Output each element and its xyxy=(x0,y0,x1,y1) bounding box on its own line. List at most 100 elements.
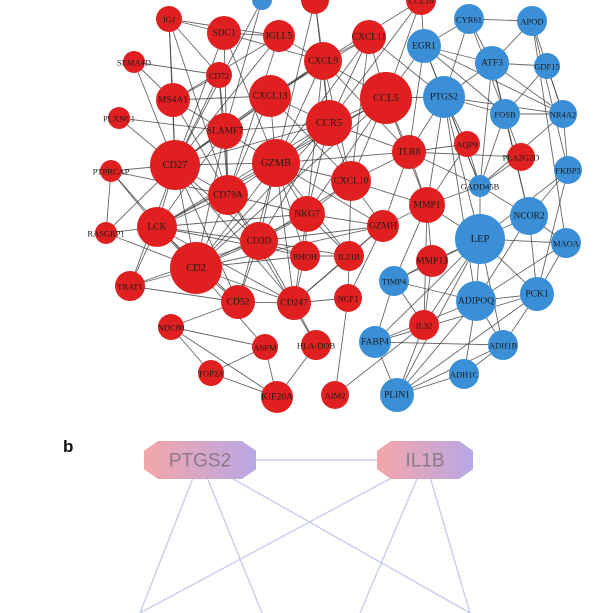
node-circle xyxy=(367,210,399,242)
edge-pck1-fabp4 xyxy=(374,293,538,343)
hub-label: PTGS2 xyxy=(169,451,231,472)
edge-lck-nkg7 xyxy=(156,213,308,228)
node-il32: IL32 xyxy=(409,310,439,340)
node-lep: LEP xyxy=(455,214,505,264)
node-label: NDC80 xyxy=(158,323,184,333)
node-label: PCK1 xyxy=(525,290,548,300)
node-label: NR4A2 xyxy=(550,110,576,120)
node-nr4a2: NR4A2 xyxy=(549,100,577,128)
node-plin1: PLIN1 xyxy=(380,378,414,412)
node-aqp9: AQP9 xyxy=(454,131,480,157)
node-ptgs2: PTGS2 xyxy=(423,76,465,118)
node-cd27: CD27 xyxy=(150,140,200,190)
node-label: EGR1 xyxy=(412,42,436,52)
hub-il1b: IL1B xyxy=(377,441,473,479)
node-pck1: PCK1 xyxy=(520,277,554,311)
node-sdc1: SDC1 xyxy=(207,16,241,50)
node-circle xyxy=(158,314,184,340)
node-circle xyxy=(392,135,426,169)
node-ccl18: CCL18 xyxy=(406,0,436,15)
node-circle xyxy=(423,76,465,118)
node-aspm: ASPM xyxy=(252,334,278,360)
hub-octagon xyxy=(144,441,256,479)
node-circle xyxy=(334,284,362,312)
node-label: NCOR2 xyxy=(513,212,544,222)
node-circle xyxy=(150,140,200,190)
node-label: FOSB xyxy=(494,110,516,120)
node-label: MS4A1 xyxy=(158,96,188,106)
edge-ndc80-aspm xyxy=(170,326,266,348)
node-label: PLXNC1 xyxy=(103,114,135,124)
node-egr1: EGR1 xyxy=(407,29,441,63)
node-label: CD3D xyxy=(247,237,272,247)
edge-topb-slamf7 xyxy=(224,0,263,132)
node-trat1: TRAT1 xyxy=(115,271,145,301)
edge-fkbp5-pck1 xyxy=(536,169,569,295)
node-ndc80: NDC80 xyxy=(158,314,184,340)
node-label: CXCL9 xyxy=(308,57,338,67)
network-b-edges xyxy=(139,459,471,613)
node-label: SEMA4D xyxy=(117,58,151,68)
node-label: CD247 xyxy=(280,299,308,309)
node-fosb: FOSB xyxy=(490,99,520,129)
node-circle xyxy=(352,20,386,54)
node-igll5: IGLL5 xyxy=(263,20,295,52)
node-cd247: CD247 xyxy=(277,286,311,320)
edge-ccl18-ccr5 xyxy=(328,0,422,124)
edge-b-il1b-low1 xyxy=(139,459,426,613)
node-cd2: CD2 xyxy=(170,242,222,294)
node-label: TRAT1 xyxy=(117,282,143,292)
node-ms4a1: MS4A1 xyxy=(156,83,190,117)
edge-ccr5-lck xyxy=(156,122,330,228)
edge-gzmh-cd2 xyxy=(195,225,384,269)
node-gdf15: GDF15 xyxy=(534,53,560,79)
node-gzmh: GZMH xyxy=(367,210,399,242)
node-label: TIMP4 xyxy=(382,277,407,287)
node-aim2: AIM2 xyxy=(321,381,349,409)
node-rhoh: RHOH xyxy=(290,241,320,271)
node-circle xyxy=(95,222,117,244)
node-label: AIM2 xyxy=(325,391,346,401)
node-fkbp5: FKBP5 xyxy=(554,156,582,184)
edge-sema4d-cd72 xyxy=(133,61,220,76)
hub-octagon xyxy=(377,441,473,479)
node-circle xyxy=(252,139,300,187)
node-top1 xyxy=(301,0,329,14)
node-cxcl10: CXCL10 xyxy=(331,161,371,201)
node-pla2g2d: PLA2G2D xyxy=(503,143,539,171)
node-label: LEP xyxy=(471,234,490,245)
edge-adipoq-plin1 xyxy=(396,300,477,396)
node-circle xyxy=(301,0,329,14)
node-cxcl11: CXCL11 xyxy=(352,20,387,54)
node-circle xyxy=(534,53,560,79)
node-adh1c: ADH1C xyxy=(449,359,479,389)
node-label: CD79A xyxy=(213,191,243,201)
node-cyr61: CYR61 xyxy=(454,4,484,34)
node-label: CCL18 xyxy=(408,0,433,6)
node-label: CXCL11 xyxy=(352,33,387,43)
node-il21r: IL21R xyxy=(334,241,364,271)
node-label: MMP13 xyxy=(416,257,448,267)
node-mmp13: MMP13 xyxy=(416,245,448,277)
edge-aim2-il32 xyxy=(334,324,425,396)
edge-ptgs2-adipoq xyxy=(443,96,477,302)
edge-egr1-nr4a2 xyxy=(423,45,564,115)
node-top2a: TOP2A xyxy=(198,360,225,386)
node-circle xyxy=(277,286,311,320)
node-circle xyxy=(380,378,414,412)
node-label: APOD xyxy=(520,17,543,27)
node-gadd45b: GADD45B xyxy=(461,175,500,197)
node-lck: LCK xyxy=(137,207,177,247)
node-label: HLA-DOB xyxy=(297,341,336,351)
node-timp4: TIMP4 xyxy=(379,266,409,296)
node-tlr8: TLR8 xyxy=(392,135,426,169)
node-label: MAOA xyxy=(553,239,580,249)
node-cxcl9: CXCL9 xyxy=(304,42,342,80)
node-circle xyxy=(520,277,554,311)
node-label: AQP9 xyxy=(456,140,477,150)
node-plxnc1: PLXNC1 xyxy=(103,107,135,129)
node-sema4d: SEMA4D xyxy=(117,51,151,73)
node-label: IL21R xyxy=(338,252,361,262)
network-b-hubs: PTGS2 IL1B xyxy=(144,441,473,479)
